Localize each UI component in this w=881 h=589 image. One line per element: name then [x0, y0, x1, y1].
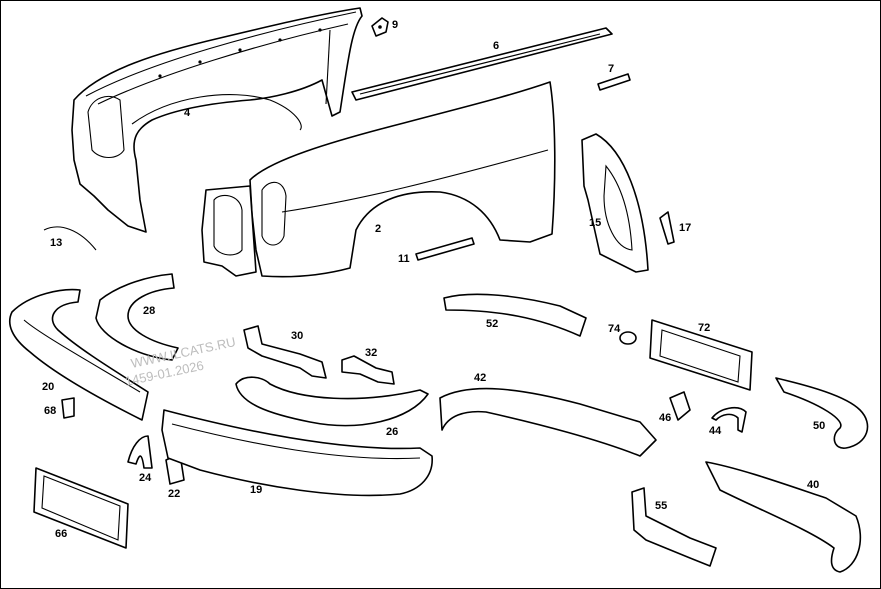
- callout-13: 13: [50, 237, 62, 249]
- part-44-bracket[interactable]: [711, 406, 747, 433]
- part-66-plate[interactable]: [33, 467, 129, 549]
- part-7-trim-piece[interactable]: [597, 73, 631, 91]
- part-15-wheel-arch-panel[interactable]: [581, 133, 649, 273]
- part-11-trim-strip[interactable]: [415, 237, 475, 261]
- part-28-bumper-end[interactable]: [95, 273, 179, 361]
- part-32-bracket[interactable]: [341, 355, 395, 385]
- callout-46: 46: [659, 412, 671, 424]
- callout-11: 11: [398, 253, 410, 265]
- part-68-pad[interactable]: [61, 397, 75, 419]
- part-52-moulding[interactable]: [443, 293, 587, 337]
- callout-52: 52: [486, 318, 498, 330]
- callout-7: 7: [608, 63, 614, 75]
- callout-15: 15: [589, 217, 601, 229]
- part-6-moulding-strip[interactable]: [351, 27, 613, 101]
- part-30-bracket[interactable]: [243, 325, 327, 379]
- callout-28: 28: [143, 305, 155, 317]
- part-50-bumper-end[interactable]: [775, 377, 869, 449]
- part-4-fender-left[interactable]: [71, 7, 363, 233]
- callout-6: 6: [493, 40, 499, 52]
- part-40-rear-bumper[interactable]: [705, 461, 862, 573]
- callout-2: 2: [375, 223, 381, 235]
- callout-40: 40: [807, 479, 819, 491]
- callout-24: 24: [139, 472, 152, 484]
- callout-19: 19: [250, 484, 262, 496]
- callout-42: 42: [474, 372, 486, 384]
- callout-20: 20: [42, 381, 54, 393]
- callout-50: 50: [813, 420, 825, 432]
- callout-17: 17: [679, 222, 691, 234]
- part-13-rod[interactable]: [43, 226, 97, 251]
- callout-22: 22: [168, 488, 180, 500]
- part-19-rear-bumper[interactable]: [161, 409, 433, 497]
- part-46-clip[interactable]: [669, 391, 691, 421]
- callout-labels: 9 6 7 4 2 15 17 11 13 28 30 32 52 74 72 …: [42, 19, 825, 540]
- part-24-bracket[interactable]: [127, 435, 153, 469]
- callout-44: 44: [709, 425, 722, 437]
- part-72-plate-backing[interactable]: [649, 319, 753, 391]
- part-2-fender-right[interactable]: [201, 81, 556, 278]
- callout-74: 74: [608, 323, 621, 335]
- callout-55: 55: [655, 500, 667, 512]
- part-9-bracket[interactable]: [371, 17, 389, 37]
- callout-72: 72: [698, 322, 710, 334]
- part-26-bumper-section[interactable]: [235, 376, 429, 427]
- part-42-bumper-corner[interactable]: [439, 387, 657, 457]
- callout-66: 66: [55, 528, 67, 540]
- callout-30: 30: [291, 330, 303, 342]
- callout-26: 26: [386, 426, 398, 438]
- part-20-front-bumper[interactable]: [8, 288, 149, 421]
- callout-68: 68: [44, 405, 56, 417]
- part-17-bracket[interactable]: [659, 211, 675, 245]
- part-74-plug[interactable]: [619, 331, 637, 345]
- callout-32: 32: [365, 347, 377, 359]
- callout-9: 9: [392, 19, 398, 31]
- callout-4: 4: [184, 107, 191, 119]
- part-55-bracket[interactable]: [631, 487, 717, 567]
